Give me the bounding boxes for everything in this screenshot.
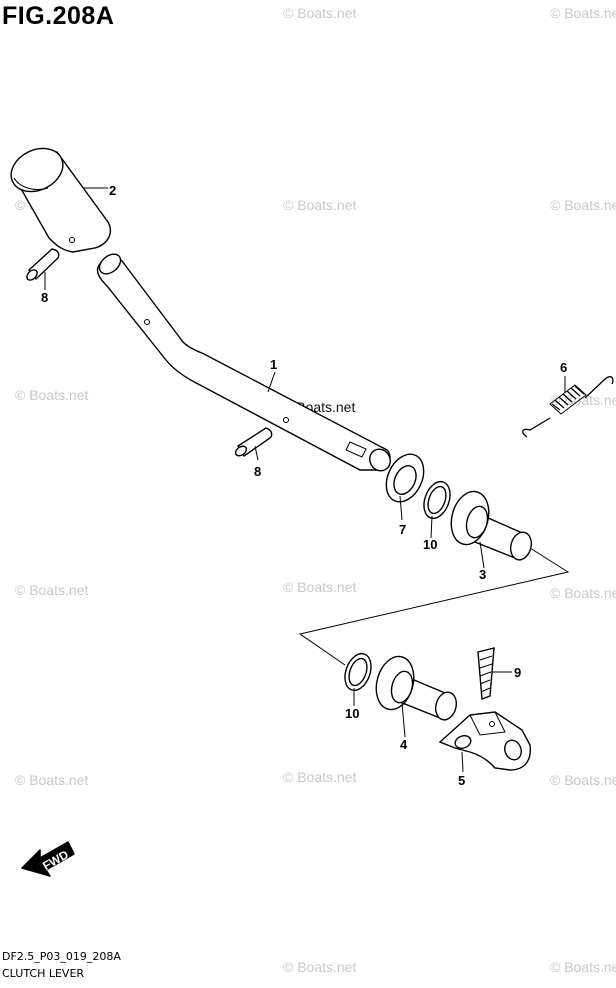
callouts: 2 8 1 8 6 7 10 3 9 10 4 5: [41, 183, 567, 788]
callout-5: 5: [458, 773, 465, 788]
part-10-ring-upper: [423, 480, 451, 520]
part-6-spring: [522, 376, 614, 438]
part-7-washer: [385, 453, 425, 503]
figure-title: FIG.208A: [2, 2, 115, 30]
part-8-pin-lower: [234, 427, 273, 458]
callout-10-lower: 10: [345, 706, 359, 721]
callout-7: 7: [399, 522, 406, 537]
part-2-grip: [10, 147, 112, 253]
callout-6: 6: [560, 360, 567, 375]
callout-2: 2: [109, 183, 116, 198]
connection-line: [298, 547, 570, 666]
part-10-ring-lower: [344, 652, 372, 692]
watermark: © Boats.net: [550, 959, 616, 975]
part-8-pin-upper: [26, 248, 60, 281]
watermark: © Boats.net: [283, 579, 356, 595]
watermark: © Boats.net: [15, 387, 88, 403]
part-4-bushing: [375, 655, 458, 721]
part-3-bushing: [450, 490, 533, 561]
fwd-arrow-icon: FWD: [21, 841, 75, 877]
watermark: © Boats.net: [15, 582, 88, 598]
watermark: © Boats.net: [550, 5, 616, 21]
watermark: © Boats.net: [550, 772, 616, 788]
part-9-spring-pin: [477, 647, 495, 700]
watermark: © Boats.net: [283, 959, 356, 975]
figure-name: CLUTCH LEVER: [2, 967, 85, 980]
callout-8-upper: 8: [41, 290, 48, 305]
callout-8-lower: 8: [254, 464, 261, 479]
callout-3: 3: [479, 567, 486, 582]
part-1-lever-rod: [96, 253, 391, 472]
watermarks: © Boats.net © Boats.net © Boats.net © Bo…: [15, 5, 616, 975]
watermark: © Boats.net: [283, 769, 356, 785]
watermark: © Boats.net: [15, 772, 88, 788]
watermark: © Boats.net: [550, 392, 616, 408]
figure-code: DF2.5_P03_019_208A: [2, 950, 121, 963]
watermark: © Boats.net: [283, 5, 356, 21]
callout-4: 4: [400, 737, 408, 752]
leader-lines: [44, 187, 566, 773]
watermark: © Boats.net: [550, 585, 616, 601]
callout-9: 9: [514, 665, 521, 680]
watermark: © Boats.net: [283, 197, 356, 213]
watermark: © Boats.net: [550, 197, 616, 213]
callout-1: 1: [270, 357, 277, 372]
part-5-bracket: [438, 711, 532, 771]
callout-10-upper: 10: [423, 537, 437, 552]
